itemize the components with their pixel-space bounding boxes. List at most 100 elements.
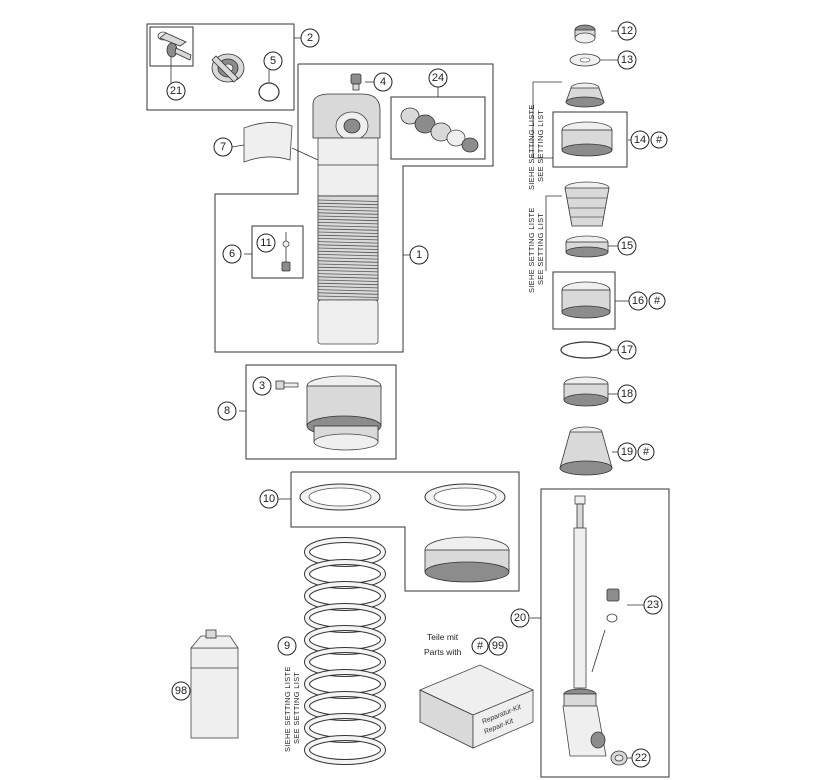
setting-label-mid: SIEHE SETTING LISTE SEE SETTING LIST [527,207,545,293]
svg-text:24: 24 [432,72,444,84]
callout-21: 21 [166,81,186,101]
callout-24: 24 [428,68,448,88]
part-19-bump-rubber [559,426,613,476]
group-14-frame [552,111,628,168]
setting-bracket-mid [545,195,562,271]
part-top-bush [565,82,605,108]
svg-text:SEE SETTING LIST: SEE SETTING LIST [536,213,545,285]
svg-text:7: 7 [220,141,226,153]
callout-4: 4 [373,72,393,92]
part-23-valve [606,588,620,623]
hash-19: # [637,443,655,461]
callout-23: 23 [643,595,663,615]
part-18-seal-head [563,376,609,407]
callout-12: 12 [617,21,637,41]
part-16-piston [561,281,611,319]
callout-7: 7 [213,137,233,157]
svg-text:20: 20 [514,612,526,624]
group-21-frame [149,26,194,67]
callout-6: 6 [222,244,242,264]
callout-19: 19 [617,442,637,462]
hash-note: # [471,637,489,655]
part-17-circlip [560,341,612,359]
svg-text:14: 14 [634,134,646,146]
part-13-washer [569,53,601,67]
svg-text:SIEHE SETTING LISTE: SIEHE SETTING LISTE [527,104,536,190]
callout-13: 13 [617,50,637,70]
part-21-adjuster [157,31,192,84]
svg-text:98: 98 [175,685,187,697]
svg-text:#: # [643,446,650,458]
callout-11: 11 [256,233,276,253]
svg-text:SIEHE SETTING LISTE: SIEHE SETTING LISTE [283,666,292,752]
setting-label-top: SIEHE SETTING LISTE SEE SETTING LIST [527,104,545,190]
callout-17: 17 [617,340,637,360]
svg-text:4: 4 [380,76,386,88]
part-8-preload-adjuster [306,375,382,451]
svg-text:21: 21 [170,85,182,97]
svg-text:10: 10 [263,493,275,505]
svg-text:1: 1 [416,249,422,261]
callout-14: 14 [630,130,650,150]
svg-text:8: 8 [224,405,230,417]
callout-5: 5 [263,51,283,71]
svg-text:15: 15 [621,240,633,252]
part-4-valve-cap [350,73,362,91]
setting-bracket-top [532,81,562,159]
part-2-valve-body [211,53,245,83]
group-1-frame [214,63,494,353]
setting-label-spring: SIEHE SETTING LISTE SEE SETTING LIST [283,666,301,752]
svg-text:13: 13 [621,54,633,66]
svg-text:SEE SETTING LIST: SEE SETTING LIST [536,110,545,182]
callout-16: 16 [628,291,648,311]
svg-text:17: 17 [621,344,633,356]
svg-text:#: # [656,134,663,146]
svg-text:SIEHE SETTING LISTE: SIEHE SETTING LISTE [527,207,536,293]
group-6-frame [251,225,304,279]
svg-text:22: 22 [635,752,647,764]
part-12-nut [574,24,596,44]
callout-9: 9 [277,636,297,656]
group-16-frame [552,271,616,330]
parts-with-note-de: Teile mit [427,632,459,642]
callout-2: 2 [300,28,320,48]
group-8-frame [245,364,397,460]
part-7-band [243,122,293,163]
callout-3: 3 [252,376,272,396]
part-10-spring-seats [299,483,510,583]
svg-text:3: 3 [259,380,265,392]
parts-with-note-en: Parts with [424,647,462,657]
part-15-ring [565,235,609,258]
group-2-frame [146,23,295,111]
svg-text:23: 23 [647,599,659,611]
svg-text:5: 5 [270,55,276,67]
part-shim-stack [564,181,610,227]
callout-98: 98 [171,681,191,701]
part-22-bushing [610,750,628,766]
hash-14: # [650,131,668,149]
callout-99: 99 [488,636,508,656]
callout-8: 8 [217,401,237,421]
part-24-piston-parts [400,107,479,153]
svg-text:18: 18 [621,388,633,400]
svg-text:SEE SETTING LIST: SEE SETTING LIST [292,672,301,744]
callout-18: 18 [617,384,637,404]
part-1-shock-body [312,93,381,345]
svg-text:19: 19 [621,446,633,458]
part-20-piston-rod [562,495,607,757]
callout-22: 22 [631,748,651,768]
group-20-frame [540,488,670,778]
callout-10: 10 [259,489,279,509]
group-10-frame [290,471,520,592]
svg-text:#: # [477,640,484,652]
callout-15: 15 [617,236,637,256]
part-98-oil-can [190,629,239,739]
callout-1: 1 [409,245,429,265]
svg-text:12: 12 [621,25,633,37]
svg-text:99: 99 [492,640,504,652]
hash-16: # [648,292,666,310]
callout-20: 20 [510,608,530,628]
part-9-spring [304,537,386,765]
svg-text:2: 2 [307,32,313,44]
